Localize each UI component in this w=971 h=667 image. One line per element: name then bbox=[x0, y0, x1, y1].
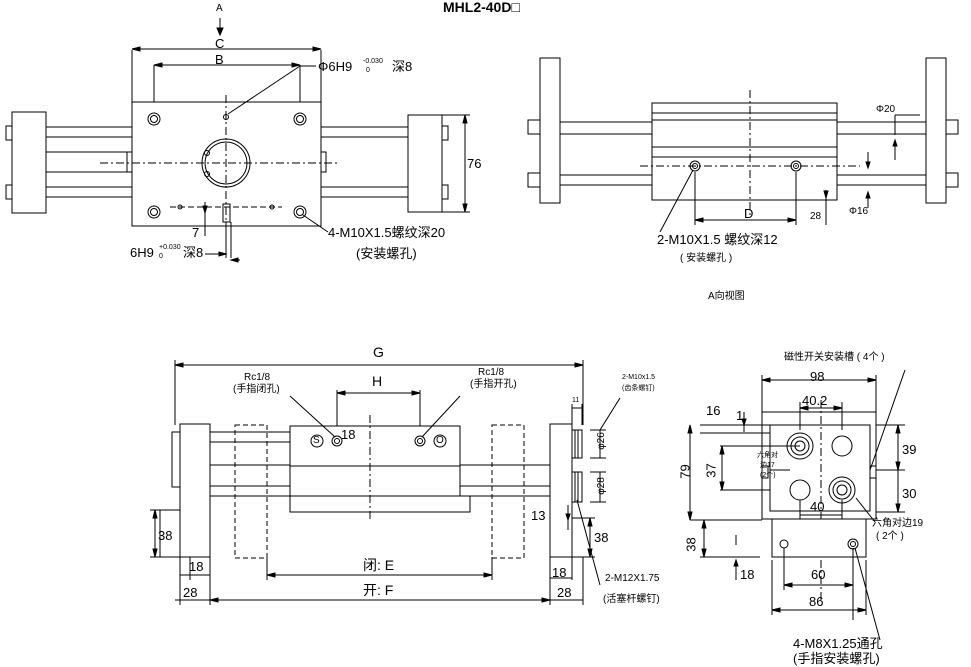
side-view bbox=[687, 369, 906, 641]
dim-30: 30 bbox=[902, 486, 917, 501]
piston-thread: 2-M12X1.75 bbox=[605, 573, 660, 584]
dim-86: 86 bbox=[809, 594, 824, 609]
dim-60: 60 bbox=[811, 567, 826, 582]
holes-note: 4-M8X1.25通孔 bbox=[793, 636, 883, 651]
dim-79: 79 bbox=[677, 464, 693, 479]
piston-note: (活塞杆螺钉) bbox=[603, 594, 660, 605]
a-view-caption: A向视图 bbox=[708, 291, 745, 302]
dim-76: 76 bbox=[467, 156, 482, 171]
hole-phi6h9-tol-top: -0.030 bbox=[363, 58, 383, 65]
mount-note: (安装螺孔) bbox=[356, 246, 417, 261]
dim-1: 1 bbox=[736, 408, 744, 423]
dim-d: D bbox=[744, 206, 754, 221]
bottom-view bbox=[150, 360, 621, 605]
hex-note-2: 边17 bbox=[760, 462, 775, 469]
left-finger-pin-bottom bbox=[5, 184, 13, 200]
hole-phi6h9-depth: 深8 bbox=[392, 59, 413, 74]
dim-28-right: 28 bbox=[557, 585, 572, 600]
dim-40: 40 bbox=[810, 499, 825, 514]
a-view bbox=[527, 57, 959, 233]
rack-note: (齿条螺钉) bbox=[622, 385, 655, 392]
dim-phi20: Φ20 bbox=[876, 104, 896, 115]
dim-phi16: Φ16 bbox=[849, 206, 869, 217]
dim-37: 37 bbox=[703, 463, 719, 478]
rc-open-note: (手指开孔) bbox=[470, 379, 517, 390]
a-thread-note: ( 安装螺孔 ) bbox=[680, 253, 733, 264]
hex19: 六角对边19 bbox=[872, 518, 924, 529]
dim-b: B bbox=[215, 52, 224, 67]
dim-98: 98 bbox=[810, 369, 825, 384]
a-thread: 2-M10X1.5 螺纹深12 bbox=[657, 232, 778, 247]
dim-18-left: 18 bbox=[189, 559, 204, 574]
drawing-title: MHL2-40D□ bbox=[443, 0, 520, 15]
dim-16: 16 bbox=[706, 403, 721, 418]
dim-g: G bbox=[373, 344, 384, 360]
right-finger bbox=[407, 114, 443, 213]
label-a: A bbox=[216, 3, 223, 14]
dim-c: C bbox=[215, 36, 225, 51]
dim-h: H bbox=[372, 373, 383, 389]
dim-39: 39 bbox=[902, 442, 917, 457]
dim-phi28: φ28 bbox=[595, 477, 607, 495]
hole-phi6h9: Φ6H9 bbox=[318, 59, 353, 74]
left-finger-pin-top bbox=[5, 125, 13, 141]
hole-6h9-depth: 深8 bbox=[183, 245, 204, 260]
hole-6h9-tol-top: +0.030 bbox=[159, 244, 181, 251]
port-o: O bbox=[436, 435, 444, 446]
left-finger bbox=[11, 111, 47, 214]
hole-6h9-tol-bot: 0 bbox=[159, 253, 163, 260]
dim-11: 11 bbox=[572, 397, 580, 404]
rc-close-note: (手指闭孔) bbox=[233, 384, 280, 395]
mount-thread: 4-M10X1.5螺纹深20 bbox=[328, 225, 446, 240]
hex19-note: ( 2个 ) bbox=[876, 531, 904, 542]
dim-18-right: 18 bbox=[552, 565, 567, 580]
holes-sub-note: (手指安装螺孔) bbox=[793, 651, 880, 666]
dim-18-port: 18 bbox=[341, 427, 356, 442]
dim-open-f: 开: F bbox=[363, 582, 394, 598]
port-s: S bbox=[313, 435, 320, 446]
dim-38-side: 38 bbox=[683, 537, 699, 552]
dim-phi26: φ26 bbox=[595, 432, 607, 450]
rc-open: Rc1/8 bbox=[478, 367, 505, 378]
dim-28-left: 28 bbox=[183, 585, 198, 600]
dim-13: 13 bbox=[531, 508, 546, 523]
hole-phi6h9-tol-bot: 0 bbox=[366, 67, 370, 74]
slot-note: 磁性开关安装槽 ( 4个 ) bbox=[784, 352, 885, 363]
rc-close: Rc1/8 bbox=[244, 372, 271, 383]
dim-38-right: 38 bbox=[594, 530, 609, 545]
dim-28-a: 28 bbox=[810, 211, 822, 222]
dim-close-e: 闭: E bbox=[363, 557, 395, 573]
hole-6h9: 6H9 bbox=[130, 245, 154, 260]
rack-thread: 2-M10x1.5 bbox=[622, 374, 656, 381]
dim-18-side: 18 bbox=[740, 567, 755, 582]
dim-7: 7 bbox=[192, 225, 200, 240]
dim-40-2: 40.2 bbox=[802, 393, 828, 408]
front-view bbox=[5, 18, 470, 263]
hex-note-3: (2个) bbox=[760, 472, 776, 479]
dim-38-left: 38 bbox=[158, 528, 173, 543]
hex-note-1: 六角对 bbox=[757, 452, 778, 459]
